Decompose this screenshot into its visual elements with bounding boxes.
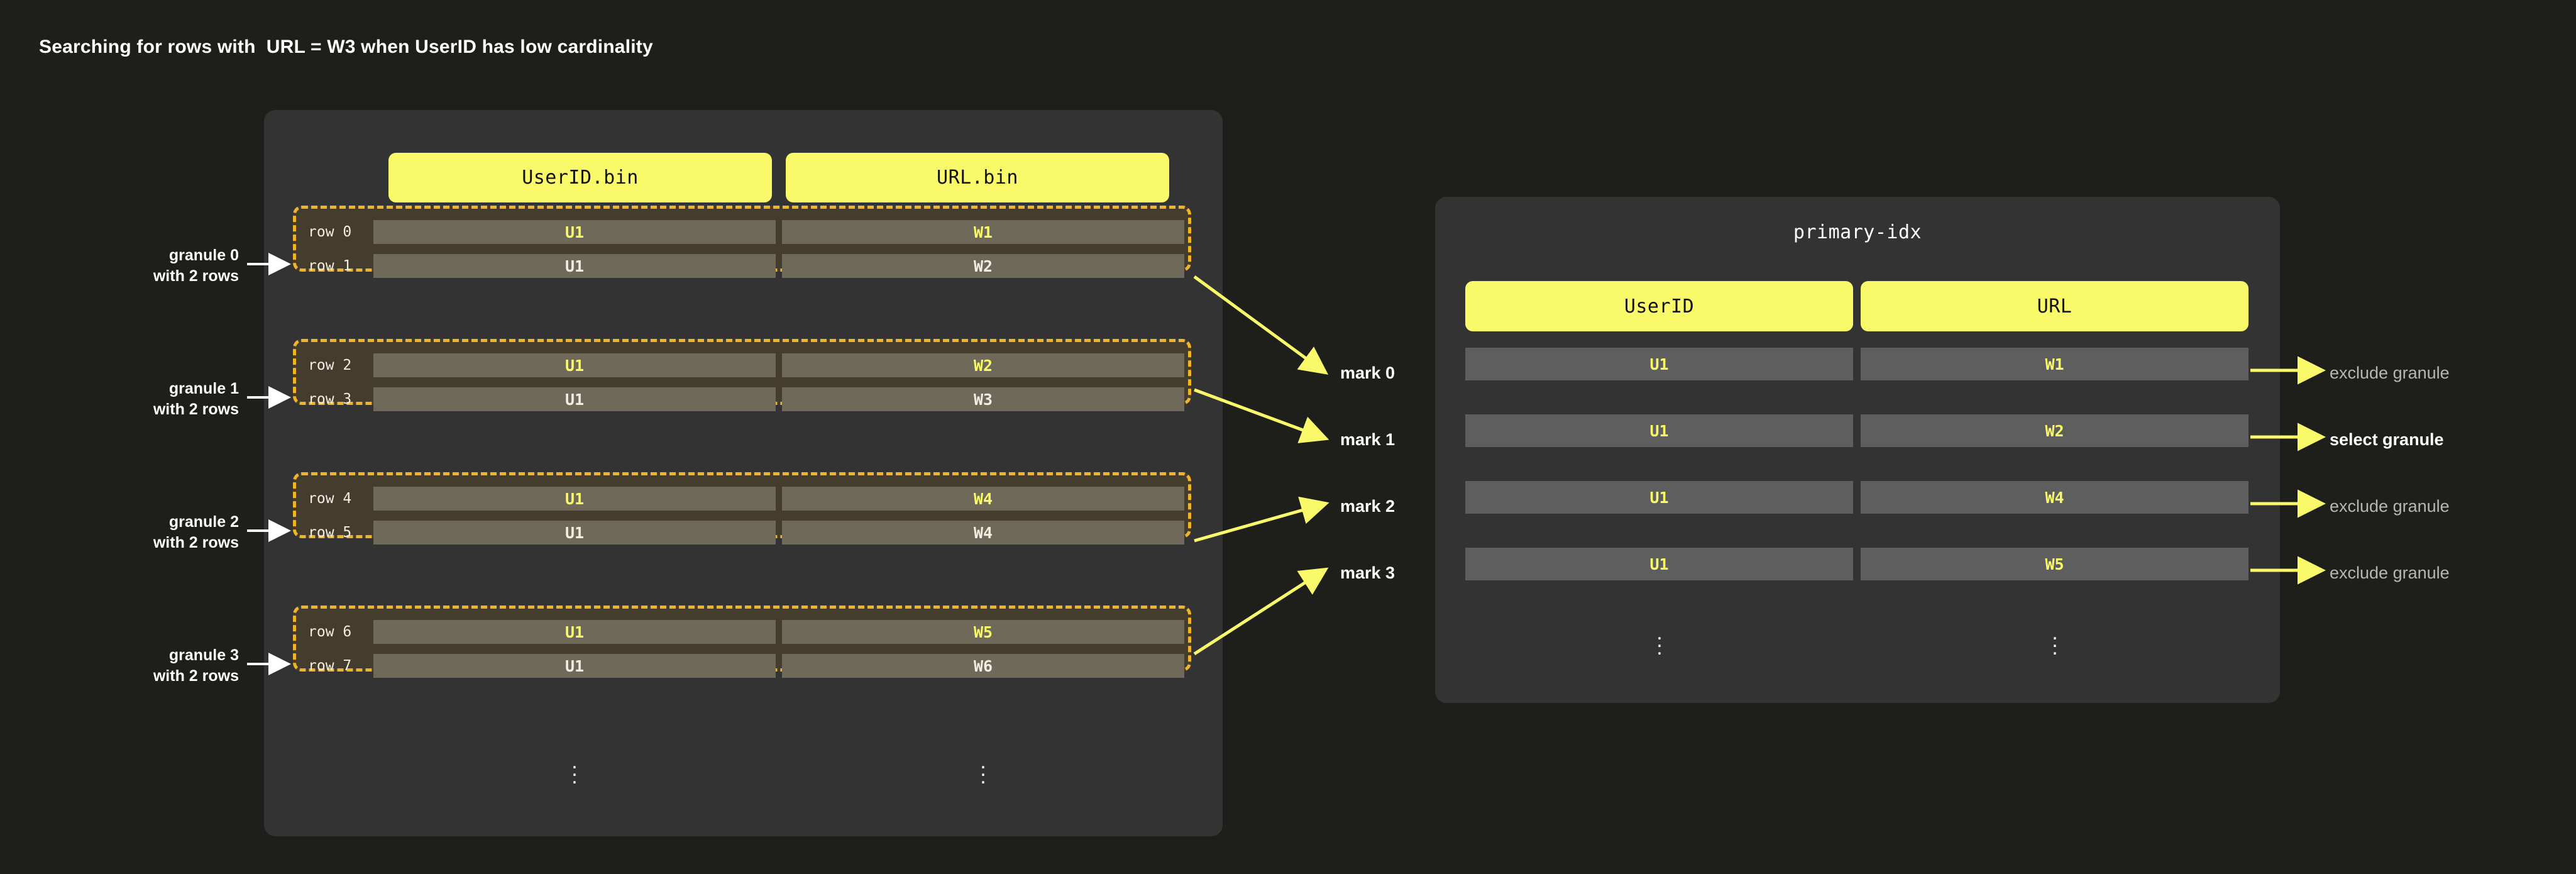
- primary-index-panel: [1435, 197, 2280, 703]
- dot: .: [2052, 636, 2058, 660]
- index-cell-url-1: W2: [1861, 414, 2248, 447]
- cell-url-row-1: W2: [782, 254, 1184, 278]
- cell-url-row-7: W6: [782, 654, 1184, 678]
- index-cell-userid-2: U1: [1465, 481, 1853, 514]
- index-cell-url-2: W4: [1861, 481, 2248, 514]
- cell-userid-row-2: U1: [373, 353, 776, 377]
- ellipsis-url-bin: . . .: [971, 750, 996, 788]
- dot: .: [980, 765, 986, 788]
- dot: .: [571, 750, 578, 773]
- cell-url-row-3: W3: [782, 387, 1184, 411]
- granule-note-0: granule 0 with 2 rows: [153, 246, 239, 285]
- decision-label-2: exclude granule: [2330, 497, 2450, 516]
- dot: .: [571, 765, 578, 788]
- mark-label-2: mark 2: [1340, 497, 1395, 516]
- column-header-userid-bin: UserID.bin: [388, 153, 772, 202]
- row-label-6: row 6: [308, 624, 352, 640]
- cell-url-row-2: W2: [782, 353, 1184, 377]
- dot: .: [1656, 628, 1663, 652]
- cell-userid-row-3: U1: [373, 387, 776, 411]
- dot: .: [2052, 628, 2058, 652]
- row-label-3: row 3: [308, 391, 352, 407]
- index-cell-userid-1: U1: [1465, 414, 1853, 447]
- cell-userid-row-5: U1: [373, 521, 776, 545]
- cell-userid-row-1: U1: [373, 254, 776, 278]
- row-label-5: row 5: [308, 524, 352, 541]
- index-column-header-userid: UserID: [1465, 281, 1853, 331]
- cell-url-row-5: W4: [782, 521, 1184, 545]
- decision-label-1: select granule: [2330, 430, 2444, 449]
- row-label-0: row 0: [308, 224, 352, 240]
- primary-index-title: primary-idx: [1793, 221, 1922, 243]
- ellipsis-index-url: . . .: [2042, 621, 2067, 660]
- cell-url-row-6: W5: [782, 620, 1184, 644]
- index-cell-url-0: W1: [1861, 348, 2248, 380]
- page-title: Searching for rows with URL = W3 when Us…: [39, 36, 653, 57]
- index-column-header-url: URL: [1861, 281, 2248, 331]
- cell-url-row-0: W1: [782, 220, 1184, 244]
- decision-label-0: exclude granule: [2330, 363, 2450, 382]
- index-cell-userid-3: U1: [1465, 548, 1853, 580]
- mark-label-1: mark 1: [1340, 430, 1395, 449]
- cell-userid-row-0: U1: [373, 220, 776, 244]
- granule-note-3: granule 3 with 2 rows: [153, 646, 239, 685]
- cell-userid-row-7: U1: [373, 654, 776, 678]
- ellipsis-index-userid: . . .: [1647, 621, 1672, 660]
- ellipsis-userid-bin: . . .: [562, 750, 587, 788]
- granule-note-1: granule 1 with 2 rows: [153, 380, 239, 418]
- granule-note-2: granule 2 with 2 rows: [153, 513, 239, 551]
- dot: .: [980, 757, 986, 781]
- decision-label-3: exclude granule: [2330, 563, 2450, 582]
- cell-userid-row-6: U1: [373, 620, 776, 644]
- row-label-2: row 2: [308, 357, 352, 373]
- dot: .: [2052, 621, 2058, 644]
- index-cell-url-3: W5: [1861, 548, 2248, 580]
- dot: .: [1656, 636, 1663, 660]
- dot: .: [980, 750, 986, 773]
- dot: .: [571, 757, 578, 781]
- mark-label-3: mark 3: [1340, 563, 1395, 582]
- row-label-1: row 1: [308, 258, 352, 274]
- row-label-4: row 4: [308, 490, 352, 507]
- column-header-url-bin: URL.bin: [786, 153, 1169, 202]
- index-cell-userid-0: U1: [1465, 348, 1853, 380]
- row-label-7: row 7: [308, 658, 352, 674]
- dot: .: [1656, 621, 1663, 644]
- cell-userid-row-4: U1: [373, 487, 776, 511]
- mark-label-0: mark 0: [1340, 363, 1395, 382]
- cell-url-row-4: W4: [782, 487, 1184, 511]
